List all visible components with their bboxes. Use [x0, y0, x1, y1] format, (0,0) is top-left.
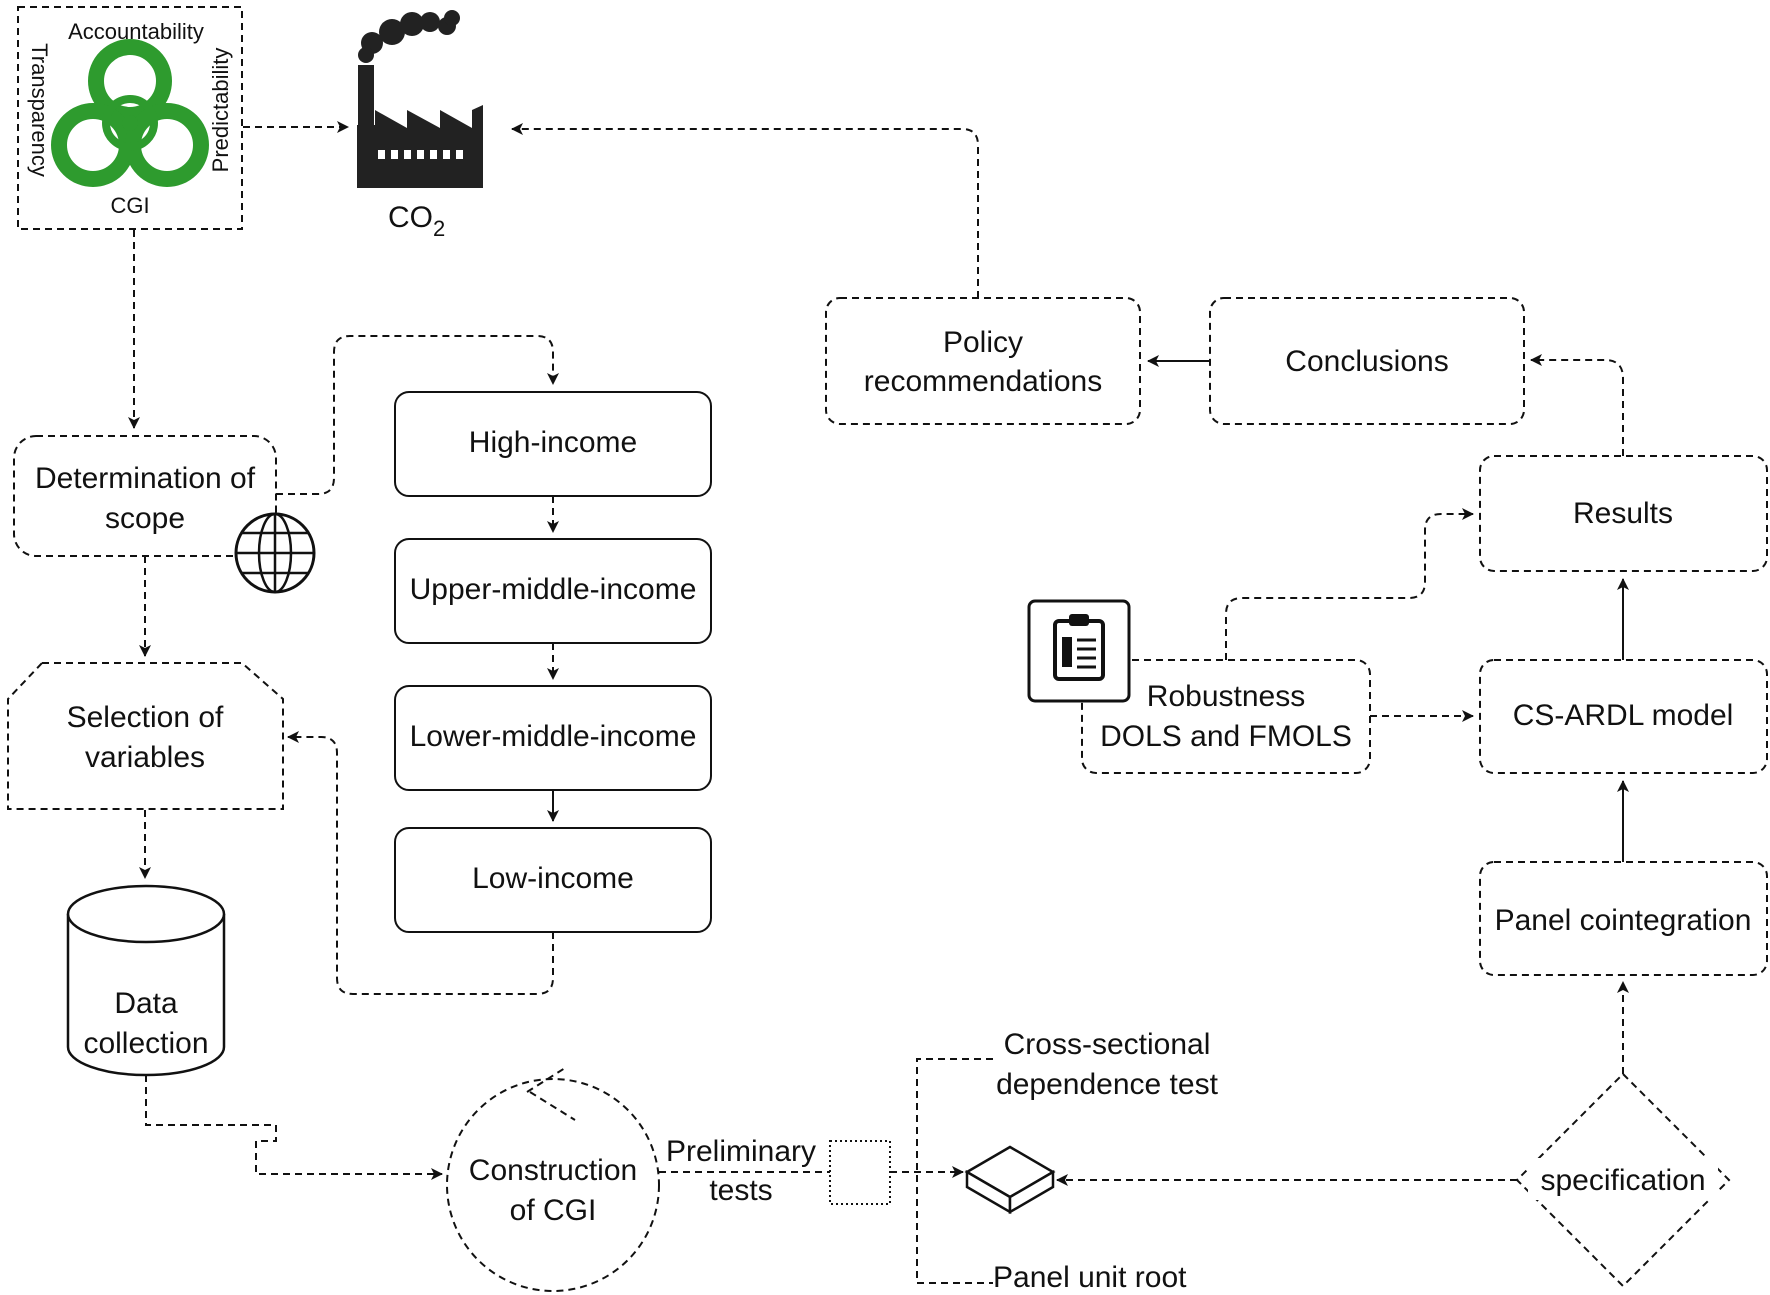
- policy-line1: Policy: [943, 326, 1023, 359]
- box-icon: [964, 1145, 1056, 1215]
- robustness-node: Robustness DOLS and FMOLS: [1081, 659, 1371, 774]
- panel-cointegration-label: Panel cointegration: [1495, 904, 1752, 937]
- conclusions-label: Conclusions: [1285, 345, 1448, 378]
- scope-node: Determination of scope: [13, 435, 277, 557]
- specification-label: specification: [1540, 1164, 1705, 1197]
- data-collection-line2: collection: [83, 1027, 208, 1060]
- bracket-tests: [916, 1058, 993, 1284]
- panel-unit-root-label: Panel unit root: [993, 1261, 1187, 1294]
- income-group-upper-middle: Upper-middle-income: [394, 538, 712, 644]
- income-group-label: High-income: [469, 426, 637, 459]
- cgi-accountability: Accountability: [68, 19, 204, 44]
- preliminary-line2: tests: [709, 1174, 772, 1207]
- clipboard-icon: [1027, 599, 1131, 703]
- construction-line1: Construction: [469, 1154, 637, 1187]
- income-group-lower-middle: Lower-middle-income: [394, 685, 712, 791]
- results-node: Results: [1479, 455, 1768, 572]
- robustness-line2: DOLS and FMOLS: [1100, 720, 1352, 753]
- factory-icon: [357, 10, 483, 188]
- scope-line1: Determination of: [35, 462, 256, 495]
- database-icon: Data collection: [66, 884, 226, 1077]
- biohazard-icon: [51, 39, 209, 187]
- arrow-policy-to-co2: [511, 123, 979, 298]
- selection-node: Selection of variables: [7, 662, 284, 810]
- policy-node: Policy recommendations: [825, 297, 1141, 425]
- scope-line2: scope: [105, 502, 185, 535]
- arrow-low-to-selection: [287, 731, 554, 995]
- panel-cointegration-node: Panel cointegration: [1479, 861, 1768, 976]
- preliminary-line1: Preliminary: [666, 1135, 816, 1168]
- cs-ardl-label: CS-ARDL model: [1513, 699, 1734, 732]
- conclusions-node: Conclusions: [1209, 297, 1525, 425]
- cgi-transparency: Transparency: [27, 43, 52, 177]
- income-group-label: Low-income: [472, 862, 634, 895]
- cross-sectional-line1: Cross-sectional: [1004, 1028, 1211, 1061]
- cgi-predictability: Predictability: [208, 48, 233, 173]
- globe-icon: [234, 512, 316, 594]
- preliminary-marker: [829, 1140, 891, 1205]
- specification-node: specification: [1515, 1072, 1731, 1288]
- arrow-scope-to-high: [276, 335, 559, 495]
- selection-line2: variables: [85, 741, 205, 774]
- cgi-label: CGI: [110, 193, 149, 218]
- arrow-robustness-to-results: [1225, 508, 1474, 660]
- construction-line2: of CGI: [510, 1194, 597, 1227]
- income-group-label: Lower-middle-income: [410, 720, 697, 753]
- data-collection-line1: Data: [114, 987, 178, 1020]
- co2-label: CO2: [388, 201, 445, 241]
- arrow-data-to-construction: [145, 1075, 443, 1180]
- selection-line1: Selection of: [67, 701, 224, 734]
- construction-node: Construction of CGI: [446, 1067, 660, 1292]
- income-group-low: Low-income: [394, 827, 712, 933]
- robustness-line1: Robustness: [1147, 680, 1305, 713]
- arrow-results-to-conclusions: [1530, 354, 1624, 456]
- income-group-label: Upper-middle-income: [410, 573, 697, 606]
- connectors: [128, 121, 1629, 1284]
- policy-line2: recommendations: [864, 365, 1102, 398]
- cs-ardl-node: CS-ARDL model: [1479, 659, 1768, 774]
- income-group-high: High-income: [394, 391, 712, 497]
- results-label: Results: [1573, 497, 1673, 530]
- cgi-panel: Accountability Transparency Predictabili…: [17, 6, 243, 230]
- cross-sectional-line2: dependence test: [996, 1068, 1219, 1101]
